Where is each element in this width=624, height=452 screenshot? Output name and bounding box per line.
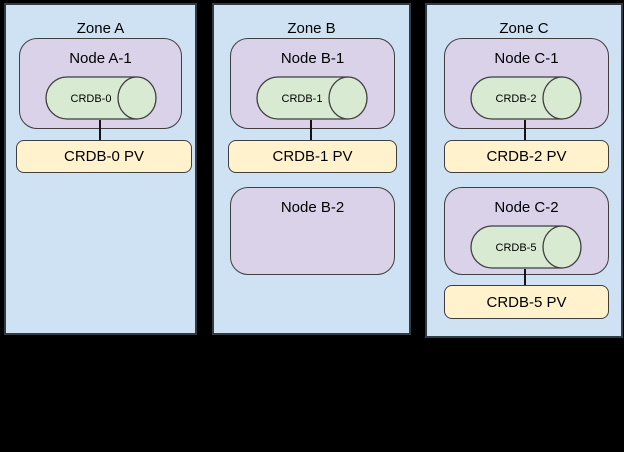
- pv-crdb-1: CRDB-1 PV: [228, 140, 397, 173]
- crdb-1-cylinder-icon: CRDB-1: [256, 76, 368, 120]
- zone-c: Zone C Node C-1 CRDB-2 CRDB-2 PV Node C-…: [425, 3, 623, 338]
- zone-b-label: Zone B: [287, 20, 336, 37]
- node-a1: Node A-1 CRDB-0: [19, 38, 182, 129]
- zone-a-label: Zone A: [76, 20, 125, 37]
- connector-c2-pv: [524, 269, 526, 285]
- crdb-5-label: CRDB-5: [496, 242, 537, 254]
- pv-crdb-0: CRDB-0 PV: [16, 140, 192, 173]
- pv-crdb-2: CRDB-2 PV: [444, 140, 609, 173]
- crdb-1-label: CRDB-1: [282, 93, 323, 105]
- connector-a1-pv: [99, 120, 101, 140]
- node-a1-label: Node A-1: [69, 50, 132, 67]
- crdb-0-label: CRDB-0: [71, 93, 112, 105]
- node-b1-label: Node B-1: [280, 50, 345, 67]
- node-b2: Node B-2: [230, 187, 395, 275]
- crdb-0-cylinder-icon: CRDB-0: [45, 76, 157, 120]
- node-c1-label: Node C-1: [494, 50, 559, 67]
- connector-c1-pv: [524, 120, 526, 140]
- crdb-2-cylinder-icon: CRDB-2: [470, 76, 582, 120]
- zone-c-label: Zone C: [499, 20, 549, 37]
- node-c2-label: Node C-2: [494, 199, 559, 216]
- crdb-5-cylinder-icon: CRDB-5: [470, 225, 582, 269]
- connector-b1-pv: [310, 120, 312, 140]
- node-b2-label: Node B-2: [280, 199, 345, 216]
- zone-a: Zone A Node A-1 CRDB-0 CRDB-0 PV: [4, 3, 197, 335]
- zone-b: Zone B Node B-1 CRDB-1 CRDB-1 PV Node B-…: [212, 3, 411, 335]
- node-b1: Node B-1 CRDB-1: [230, 38, 395, 129]
- pv-crdb-5: CRDB-5 PV: [444, 285, 609, 319]
- crdb-2-label: CRDB-2: [496, 93, 537, 105]
- node-c1: Node C-1 CRDB-2: [444, 38, 609, 129]
- node-c2: Node C-2 CRDB-5: [444, 187, 609, 275]
